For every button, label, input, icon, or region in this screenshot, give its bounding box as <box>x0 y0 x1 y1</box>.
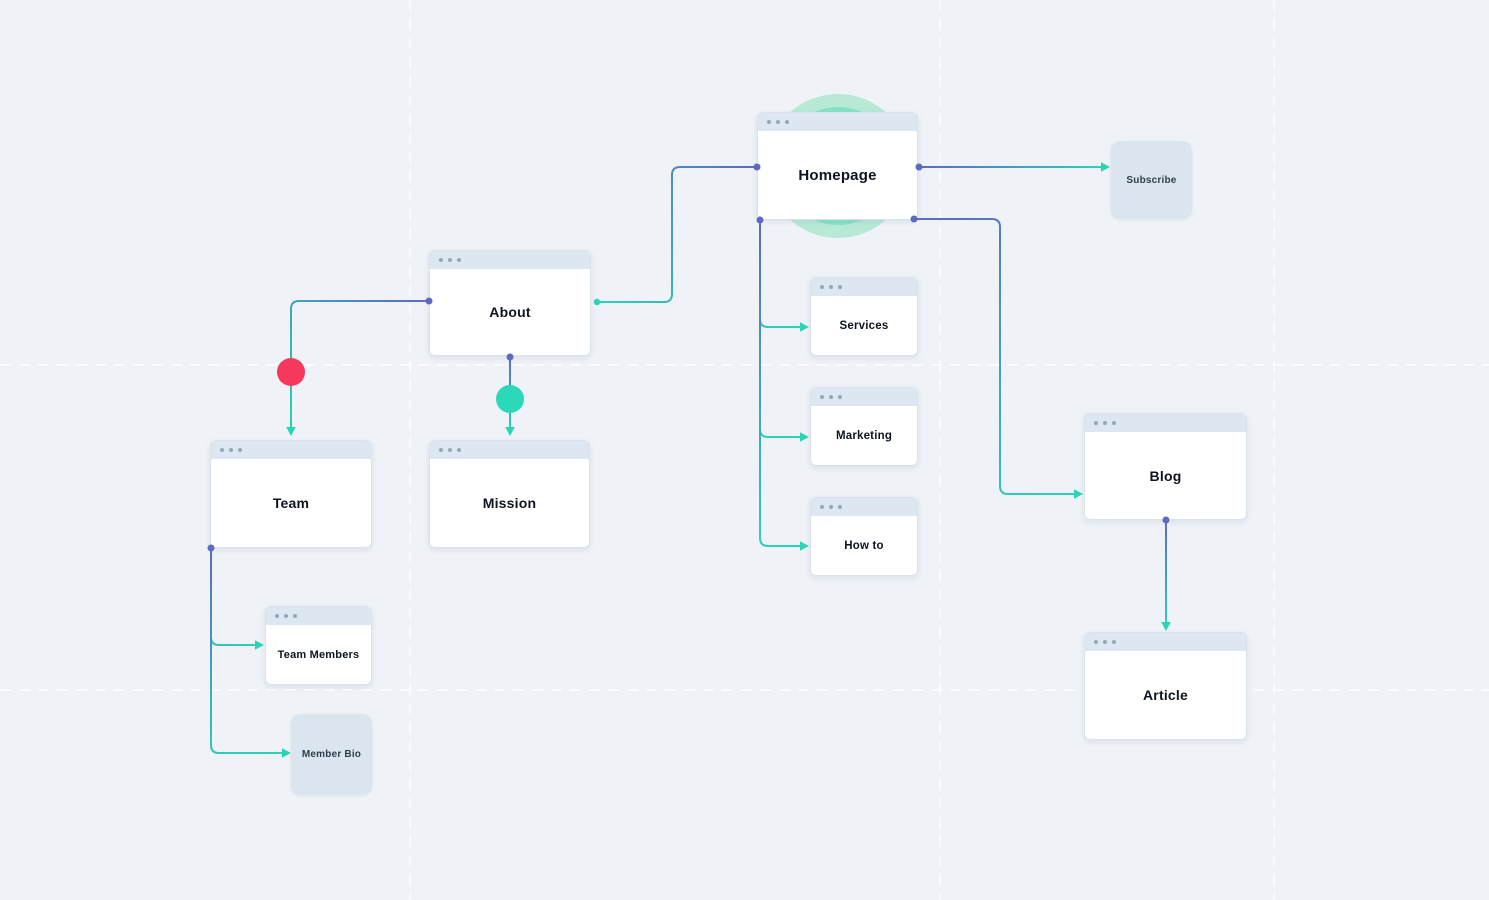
window-chrome <box>811 278 917 296</box>
window-dot-icon <box>1112 640 1116 644</box>
node-label: Marketing <box>835 429 893 442</box>
node-body: Homepage <box>758 131 917 219</box>
node-marketing[interactable]: Marketing <box>810 387 918 466</box>
window-dot-icon <box>829 395 833 399</box>
node-body: Team Members <box>266 625 371 684</box>
window-chrome <box>758 113 917 131</box>
window-dot-icon <box>829 285 833 289</box>
window-dot-icon <box>439 448 443 452</box>
arrowhead <box>800 322 809 332</box>
grid-guide-vertical <box>1273 0 1275 900</box>
node-label: Article <box>1143 687 1188 703</box>
window-chrome <box>1085 414 1246 432</box>
edge-homepage-howto <box>759 219 802 547</box>
window-dot-icon <box>439 258 443 262</box>
edge-homepage-about <box>598 166 758 303</box>
window-dot-icon <box>829 505 833 509</box>
arrowhead <box>505 427 515 436</box>
arrowhead <box>1161 622 1171 631</box>
window-dot-icon <box>838 395 842 399</box>
window-dot-icon <box>820 285 824 289</box>
node-services[interactable]: Services <box>810 277 918 356</box>
arrowhead <box>1074 489 1083 499</box>
node-subscribe[interactable]: Subscribe <box>1111 141 1192 219</box>
window-dot-icon <box>785 120 789 124</box>
node-homepage[interactable]: Homepage <box>757 112 918 220</box>
node-label: Subscribe <box>1126 174 1177 186</box>
window-dot-icon <box>457 448 461 452</box>
node-member-bio[interactable]: Member Bio <box>291 714 372 795</box>
grid-guide-vertical <box>409 0 411 900</box>
window-dot-icon <box>238 448 242 452</box>
node-label: Homepage <box>798 166 877 184</box>
window-dot-icon <box>1112 421 1116 425</box>
window-dot-icon <box>767 120 771 124</box>
window-chrome <box>211 441 371 459</box>
window-dot-icon <box>1094 421 1098 425</box>
window-chrome <box>811 388 917 406</box>
arrowhead <box>1101 162 1110 172</box>
node-how-to[interactable]: How to <box>810 497 918 576</box>
node-body: Marketing <box>811 406 917 465</box>
window-dot-icon <box>838 285 842 289</box>
node-body: Services <box>811 296 917 355</box>
window-dot-icon <box>284 614 288 618</box>
node-mission[interactable]: Mission <box>429 440 590 548</box>
node-label: Team Members <box>277 648 360 661</box>
edge-homepage-marketing <box>759 219 802 438</box>
node-body: How to <box>811 516 917 575</box>
window-chrome <box>811 498 917 516</box>
window-dot-icon <box>1103 421 1107 425</box>
node-label: Blog <box>1149 467 1182 484</box>
window-dot-icon <box>275 614 279 618</box>
arrowhead <box>800 541 809 551</box>
node-body: Team <box>211 459 371 547</box>
node-label: How to <box>844 539 884 552</box>
window-dot-icon <box>457 258 461 262</box>
arrowhead <box>282 748 291 758</box>
grid-guide-horizontal <box>0 364 1489 366</box>
node-team-members[interactable]: Team Members <box>265 606 372 685</box>
edge-team-teammembers <box>210 547 257 646</box>
window-chrome <box>266 607 371 625</box>
node-about[interactable]: About <box>429 250 591 356</box>
grid-guide-vertical <box>939 0 941 900</box>
window-dot-icon <box>838 505 842 509</box>
window-dot-icon <box>448 258 452 262</box>
node-body: Mission <box>430 459 589 547</box>
edge-endpoint <box>593 298 601 306</box>
node-team[interactable]: Team <box>210 440 372 548</box>
node-article[interactable]: Article <box>1084 632 1247 740</box>
window-dot-icon <box>448 448 452 452</box>
node-label: Team <box>272 495 310 511</box>
window-chrome <box>430 441 589 459</box>
window-dot-icon <box>820 395 824 399</box>
red-marker[interactable] <box>277 358 305 386</box>
window-dot-icon <box>820 505 824 509</box>
window-dot-icon <box>776 120 780 124</box>
grid-guide-horizontal <box>0 689 1489 691</box>
arrowhead <box>255 640 264 650</box>
node-body: Article <box>1085 651 1246 739</box>
node-body: About <box>430 269 590 355</box>
window-dot-icon <box>1103 640 1107 644</box>
edge-homepage-services <box>759 219 802 328</box>
arrowhead <box>800 432 809 442</box>
node-body: Blog <box>1085 432 1246 519</box>
window-dot-icon <box>1094 640 1098 644</box>
node-label: About <box>489 304 531 320</box>
window-dot-icon <box>220 448 224 452</box>
window-dot-icon <box>293 614 297 618</box>
window-dot-icon <box>229 448 233 452</box>
teal-marker[interactable] <box>496 385 524 413</box>
window-chrome <box>1085 633 1246 651</box>
node-blog[interactable]: Blog <box>1084 413 1247 520</box>
node-label: Member Bio <box>301 749 362 760</box>
arrowhead <box>286 427 296 436</box>
node-label: Services <box>839 319 889 332</box>
node-label: Mission <box>482 495 537 511</box>
window-chrome <box>430 251 590 269</box>
